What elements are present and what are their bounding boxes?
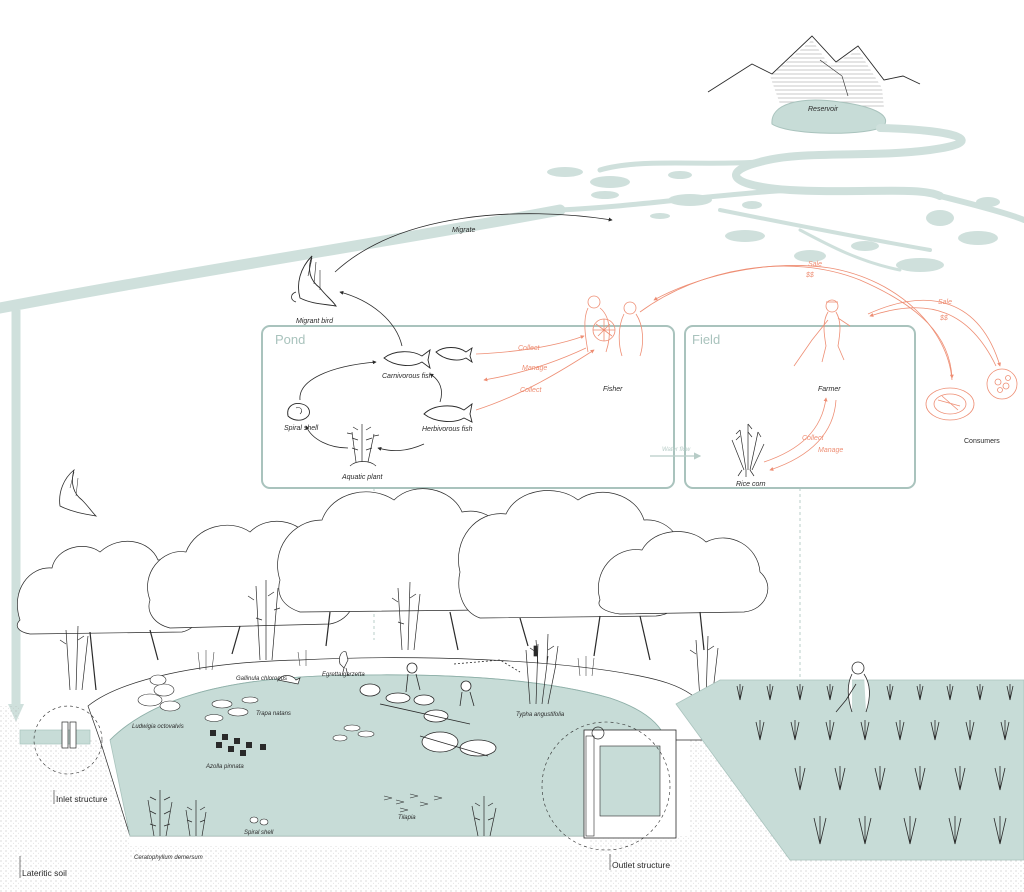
herbivorous-fish: Herbivorous fish <box>422 402 473 433</box>
bamboo-icon <box>689 635 719 701</box>
plant-icon <box>346 424 380 467</box>
tree-canopy <box>16 488 769 635</box>
bamboo-icon <box>391 581 421 651</box>
typha <box>525 643 557 705</box>
carnivorous-fish-label: Carnivorous fish <box>382 373 433 380</box>
egretta <box>339 651 349 677</box>
flying-bird <box>59 468 98 517</box>
spiral-shell: Spiral shell <box>284 403 319 432</box>
paddy-rice-plants <box>736 684 1014 845</box>
mountains <box>707 35 921 108</box>
fish-icon <box>423 402 473 423</box>
azolla <box>210 730 266 756</box>
bird-icon <box>298 255 337 307</box>
farmer: Farmer <box>793 299 851 393</box>
fisher-pond-arrows <box>475 335 595 411</box>
plant-icon <box>471 796 497 837</box>
water-flow-label: Water flow <box>662 447 691 453</box>
manage-2-label: Manage <box>818 447 843 454</box>
tilapia-label: Tilapia <box>398 815 416 821</box>
plant-icon <box>185 800 207 837</box>
spiral-shell-bottom-label: Spiral shell <box>244 830 274 836</box>
manage-1-label: Manage <box>522 365 547 372</box>
river-system <box>0 124 1024 314</box>
farmer-label: Farmer <box>818 386 841 393</box>
sale-2-label: Sale <box>938 299 952 306</box>
rice-corn: Rice corn <box>731 423 766 488</box>
collect-1-label: Collect <box>518 345 540 352</box>
consumers-label: Consumers <box>964 438 1000 445</box>
field-box: Field Farmer Rice corn Collect Manage <box>684 299 916 489</box>
ceratophyllum-label: Ceratophyllum demersum <box>134 855 203 861</box>
food-cycle-arrows <box>299 290 442 452</box>
trapa-label: Trapa natans <box>256 711 291 717</box>
sale-arrows <box>639 265 1001 381</box>
fisher-icon <box>584 295 644 357</box>
tree-trunks <box>89 611 705 691</box>
inlet <box>19 705 103 775</box>
sale-1-label: Sale <box>808 261 822 268</box>
reed-lines <box>197 650 595 677</box>
mountain-icon <box>707 35 921 93</box>
migrant-bird: Migrant bird <box>291 255 337 325</box>
farmer-icon <box>793 299 851 367</box>
migrant-bird-label: Migrant bird <box>296 318 334 325</box>
field-farmer <box>835 661 870 713</box>
bamboo-clusters <box>59 580 719 701</box>
bamboo-icon <box>247 580 281 661</box>
reservoir-label: Reservoir <box>808 106 839 113</box>
azolla-label: Azolla pinnata <box>205 764 244 770</box>
bird-icon <box>59 468 98 517</box>
lateritic-soil-label: Lateritic soil <box>22 868 67 878</box>
plant-icon <box>147 790 173 837</box>
collect-2-label: Collect <box>520 387 542 394</box>
aquatic-plant: Aquatic plant <box>341 424 384 481</box>
spiral-shells-bottom <box>249 816 269 826</box>
tree-icon <box>598 531 769 615</box>
gallinula-label: Gallinula chloropus <box>236 676 287 682</box>
water-flow: Water flow <box>650 447 702 460</box>
migrate-arrow <box>334 213 613 273</box>
money-2-label: $$ <box>939 315 948 322</box>
carnivorous-fish: Carnivorous fish <box>382 346 473 380</box>
typha-label: Typha angustifolia <box>516 712 565 718</box>
pond-floating-plants <box>204 696 375 742</box>
money-1-label: $$ <box>805 272 814 279</box>
fishing-boats <box>359 659 521 757</box>
fish-icon <box>383 348 431 370</box>
outlet <box>541 721 677 851</box>
pond-title: Pond <box>275 332 305 347</box>
rice-corn-label: Rice corn <box>736 481 766 488</box>
paddy-patches <box>547 167 1000 272</box>
migrate-label: Migrate <box>452 227 475 234</box>
reservoir: Reservoir <box>771 99 887 134</box>
rice-icon <box>731 423 765 477</box>
tilapia-school <box>383 793 443 813</box>
consumers: Consumers <box>925 368 1018 445</box>
gallinula <box>277 675 301 685</box>
pond-box: Pond Carnivorous fish Herbivorous fish S… <box>261 290 675 489</box>
submerged-plants <box>147 790 497 837</box>
aquatic-plant-label: Aquatic plant <box>341 474 384 481</box>
field-title: Field <box>692 332 720 347</box>
shell-icon <box>287 403 310 421</box>
herbivorous-fish-label: Herbivorous fish <box>422 426 473 433</box>
fisher: Fisher <box>584 295 644 393</box>
ludwigia <box>137 674 181 712</box>
collect-3-label: Collect <box>802 435 824 442</box>
plate-icon <box>925 368 1018 421</box>
spiral-shell-label: Spiral shell <box>284 425 319 432</box>
inlet-structure-label: Inlet structure <box>56 794 108 804</box>
outlet-structure-label: Outlet structure <box>612 860 670 870</box>
bamboo-icon <box>59 625 89 691</box>
egretta-label: Egretta garzetta <box>322 672 365 678</box>
ludwigia-label: Ludwigia octovalvis <box>132 724 184 730</box>
fisher-label: Fisher <box>603 386 623 393</box>
